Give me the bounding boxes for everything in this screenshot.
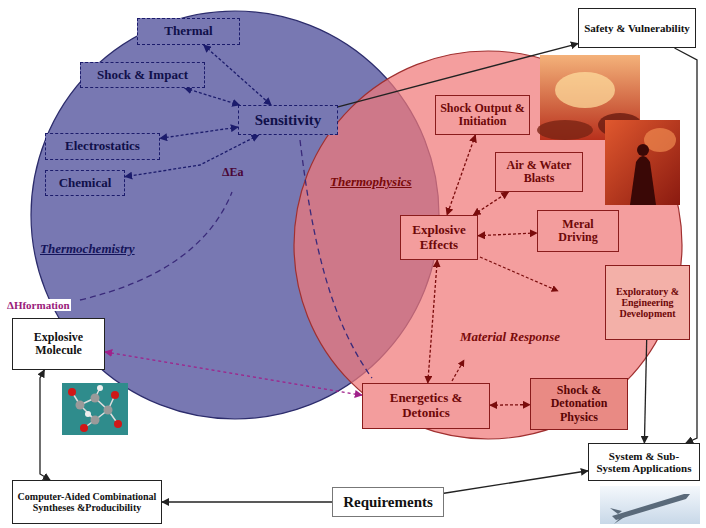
formula-label: ΔEa [222,166,244,179]
molecule-bond [72,388,118,428]
hydrogen-atom [85,411,91,417]
concept-box: System & Sub-System Applications [588,443,700,481]
connector-arrow [478,233,537,236]
connector-arrow [644,340,646,443]
connector-arrow [185,88,240,105]
connector-arrow [204,45,271,105]
molecule-image [62,383,128,435]
oxygen-atom [68,388,76,396]
domain-label: Material Response [460,330,560,345]
concept-box: Energetics & Detonics [362,383,490,429]
missile-fin [614,516,626,524]
box-label: Chemical [59,176,112,191]
concept-box: Computer-Aided Combinational Syntheses &… [12,480,162,524]
box-label: Safety & Vulnerability [584,22,690,34]
leader-arrow [452,360,464,381]
fireball [555,72,615,108]
carbon-atom [91,394,100,403]
smoke [537,120,593,140]
oxygen-atom [111,391,119,399]
box-label: Thermal [164,24,212,39]
concept-box: Meral Driving [537,210,619,252]
domain-label: Thermophysics [330,175,412,190]
concept-box: Shock & Impact [80,62,205,88]
concept-box: Safety & Vulnerability [578,8,696,48]
oxygen-atom [114,420,122,428]
missile-image [600,486,700,524]
formula-label: ΔHformation [6,299,71,311]
domain-label: Thermochemistry [40,242,135,257]
missile-image [600,486,700,524]
oxygen-atom [80,424,88,432]
connector-arrow [160,127,238,138]
concept-box: Exploratory & Engineering Development [605,265,690,340]
connector-arrow [675,48,698,443]
connector-arrow [444,471,588,494]
silhouette [630,156,656,205]
carbon-atom [91,416,100,425]
concept-box: Shock & Detonation Physics [530,378,628,430]
connector-arrow [125,135,259,177]
box-label: Requirements [343,494,433,511]
connector-arrow [447,135,475,215]
blast-photo [605,120,680,205]
concept-box: Explosive Effects [400,215,478,260]
box-label: Explosive Effects [405,223,473,252]
box-label: System & Sub-System Applications [593,450,695,475]
silhouette [637,144,649,156]
leader-arrow [480,257,558,291]
connector-arrow [40,370,50,480]
carbon-atom [104,406,113,415]
concept-box: Electrostatics [45,133,160,160]
missile-fin [610,508,622,514]
box-label: Energetics & Detonics [367,391,485,420]
box-label: Shock Output & Initiation [440,102,525,129]
box-label: Shock & Detonation Physics [535,384,623,424]
box-label: Explosive Molecule [17,331,100,358]
box-label: Air & Water Blasts [500,159,578,186]
molecule-image [62,383,128,435]
concept-box: Chemical [45,170,125,196]
energy-curve [300,140,372,378]
concept-box: Sensitivity [238,105,338,135]
carbon-atom [76,401,85,410]
box-label: Computer-Aided Combinational Syntheses &… [17,491,157,513]
box-label: Meral Driving [542,218,614,245]
box-label: Exploratory & Engineering Development [610,286,685,320]
concept-box: Shock Output & Initiation [435,95,530,135]
connector-arrow [490,404,530,406]
connector-arrow [162,501,332,502]
hydrogen-atom [97,385,103,391]
concept-box: Thermal [137,18,240,45]
connector-arrow [428,260,437,383]
connector-arrow [338,44,578,107]
flame [644,128,676,152]
connector-arrow [105,352,362,395]
concept-box: Explosive Molecule [12,318,105,370]
circle-outline [294,51,682,439]
concept-box: Air & Water Blasts [495,152,583,192]
box-label: Shock & Impact [97,68,188,83]
missile-body [612,494,690,520]
connector-arrow [473,192,508,215]
concept-box: Requirements [332,487,444,517]
blast-photo [605,120,680,205]
energy-curve [80,192,232,300]
box-label: Electrostatics [65,139,140,154]
box-label: Sensitivity [255,112,322,129]
